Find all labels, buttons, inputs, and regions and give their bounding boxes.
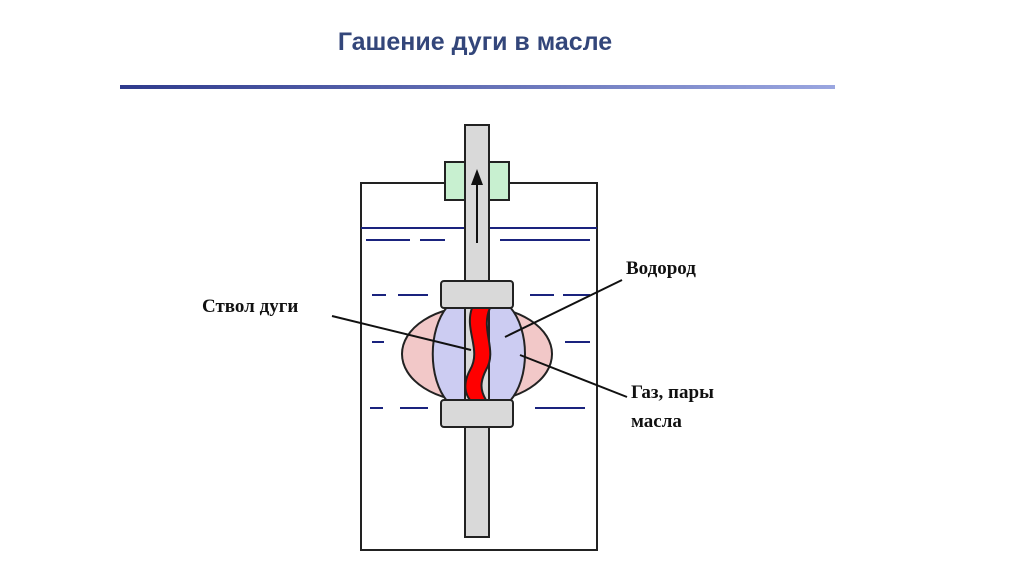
label-gas-line2: масла [631, 411, 682, 432]
label-arc-column: Ствол дуги [202, 296, 299, 317]
pointer-gas [519, 354, 628, 398]
oil-level-lines [361, 227, 597, 409]
label-hydrogen: Водород [626, 258, 696, 279]
pointer-arc-column [331, 315, 472, 351]
guide-block-right [488, 161, 510, 201]
guide-block-left [444, 161, 466, 201]
motion-arrow-head [471, 169, 483, 185]
title-underline [120, 85, 835, 89]
upper-contact [440, 280, 514, 309]
arc-column [464, 307, 492, 401]
label-gas-line1: Газ, пары [631, 382, 714, 403]
pointer-hydrogen [504, 279, 623, 338]
page-title: Гашение дуги в масле [337, 28, 613, 56]
lower-contact [440, 399, 514, 428]
